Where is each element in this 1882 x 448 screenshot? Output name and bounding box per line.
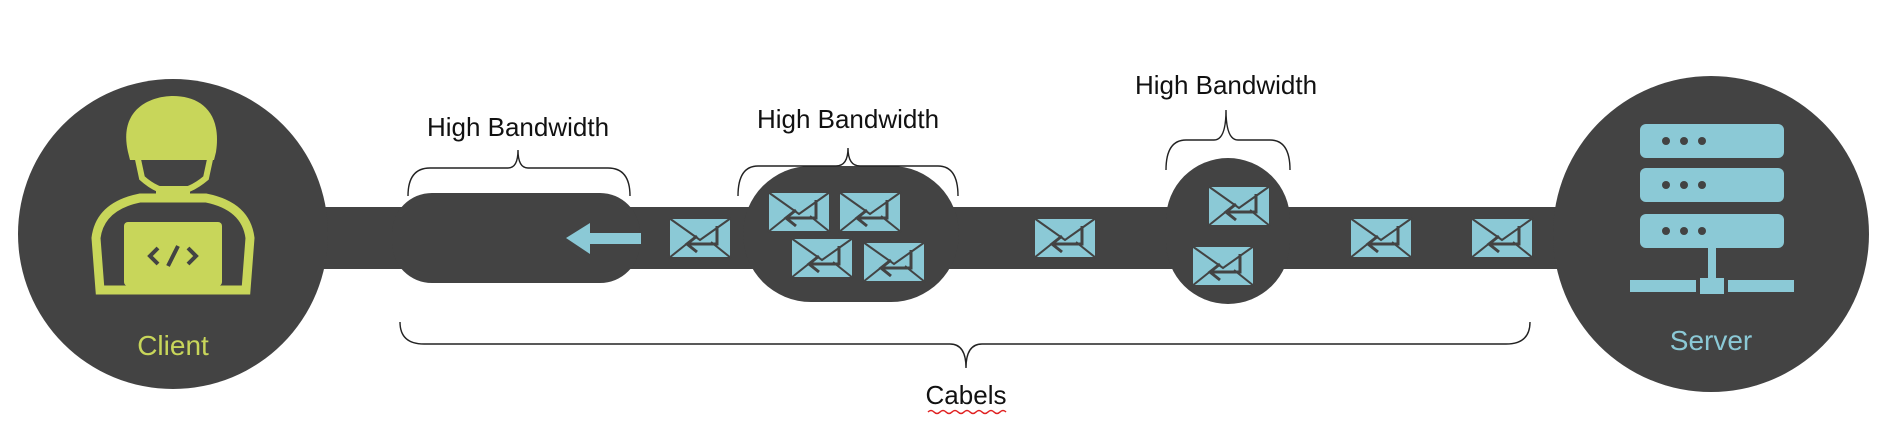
envelope-icon [837,190,903,234]
envelope-icon [1190,244,1256,288]
envelope-icon [766,190,832,234]
label-segment-c: High Bandwidth [1135,70,1317,100]
brace-segment-c [1165,109,1291,171]
server-node: Server [1553,76,1869,392]
label-segment-b: High Bandwidth [757,104,939,134]
brace-marks [399,109,1531,369]
left-arrow-icon [566,223,641,254]
envelope-icon [789,236,855,280]
brace-segment-b [737,147,959,197]
label-cables: Cabels [926,380,1007,410]
envelope-icon [1348,216,1414,260]
server-label: Server [1670,325,1752,356]
client-node: Client [18,79,328,389]
brace-segment-a [407,149,631,197]
server-icon [1630,124,1794,294]
envelope-icon [667,216,733,260]
pipe-bulge-a [392,193,640,283]
envelope-icon [1469,216,1535,260]
envelope-icon [1032,216,1098,260]
client-label: Client [137,330,209,361]
envelope-icon [1206,184,1272,228]
brace-cables [399,321,1531,369]
spellcheck-underline [927,409,1007,415]
pipe-bulge-b [743,166,959,302]
envelope-icon [861,240,927,284]
label-segment-a: High Bandwidth [427,112,609,142]
code-brackets-icon [147,245,199,267]
